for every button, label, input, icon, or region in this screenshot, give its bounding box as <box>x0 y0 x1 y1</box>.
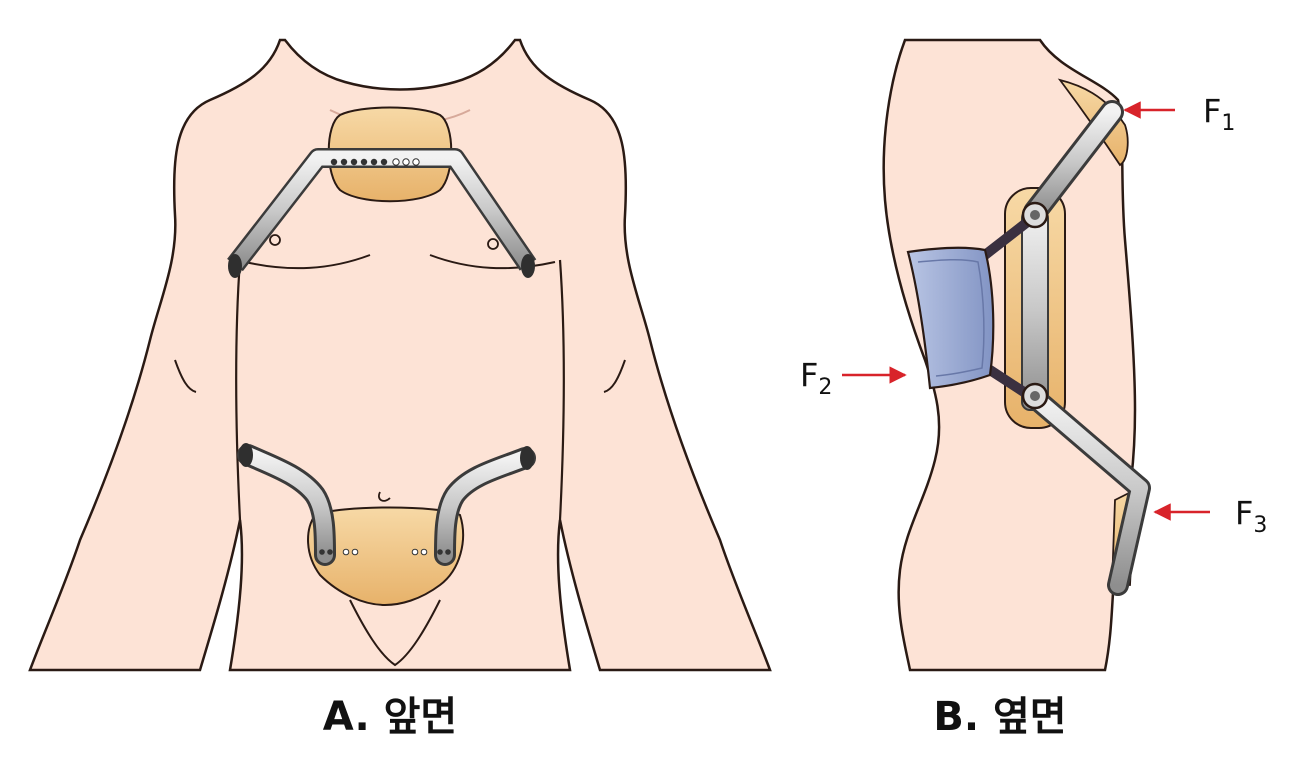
front-torso <box>28 38 772 672</box>
svg-text:F3: F3 <box>1235 494 1267 538</box>
front-view: A. 앞면 <box>28 38 772 740</box>
force-f1-sub: 1 <box>1221 111 1235 136</box>
force-f1: F1 <box>1123 92 1235 136</box>
force-f2: F2 <box>800 356 907 400</box>
svg-text:F2: F2 <box>800 356 832 400</box>
force-f3: F3 <box>1153 494 1267 538</box>
force-f3-sub: 3 <box>1253 513 1267 538</box>
side-view: B. 옆면 <box>882 38 1151 740</box>
force-f2-letter: F <box>800 356 818 394</box>
force-f3-letter: F <box>1235 494 1253 532</box>
adjust-holes <box>330 158 420 166</box>
abdominal-band <box>906 246 995 390</box>
side-caption: B. 옆면 <box>933 694 1066 740</box>
svg-text:F1: F1 <box>1203 92 1235 136</box>
pubic-pad <box>307 506 464 607</box>
force-f1-letter: F <box>1203 92 1221 130</box>
front-caption: A. 앞면 <box>323 694 457 740</box>
force-f2-sub: 2 <box>818 375 832 400</box>
